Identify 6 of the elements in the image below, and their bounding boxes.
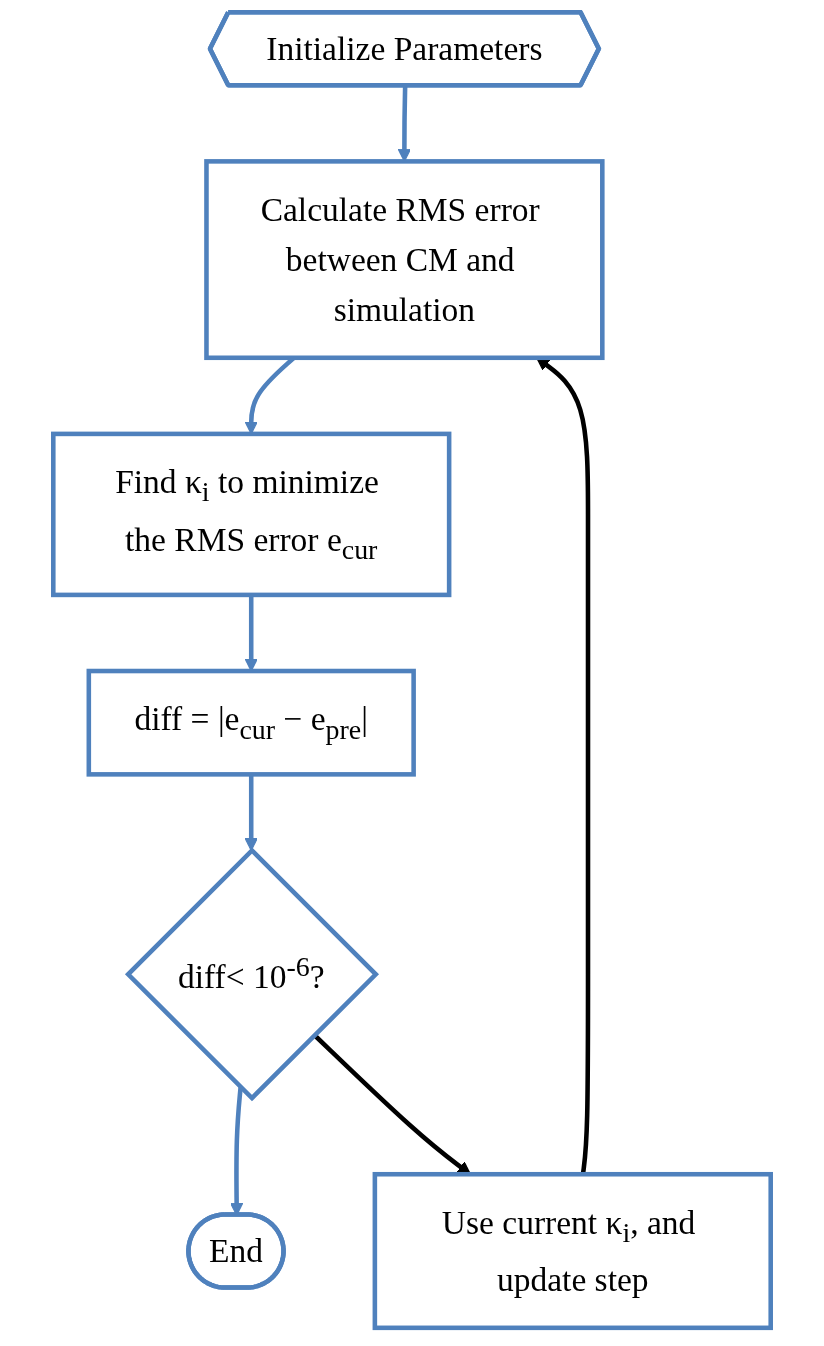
arrow — [244, 774, 258, 852]
node-box: Find κ$_{i}$ to minimize the RMS error e$_{cur}$ — [51, 431, 452, 598]
node-box: Use current κ$_{i}$, and update step — [372, 1171, 773, 1331]
node-box: Calculate RMS error between CM and simulation — [204, 159, 605, 361]
node-box: diff = |e$_{cur}$ − e$_{pre}$| — [86, 668, 416, 777]
node-diamond: diff< 10$^{-6}$? — [124, 847, 380, 1102]
